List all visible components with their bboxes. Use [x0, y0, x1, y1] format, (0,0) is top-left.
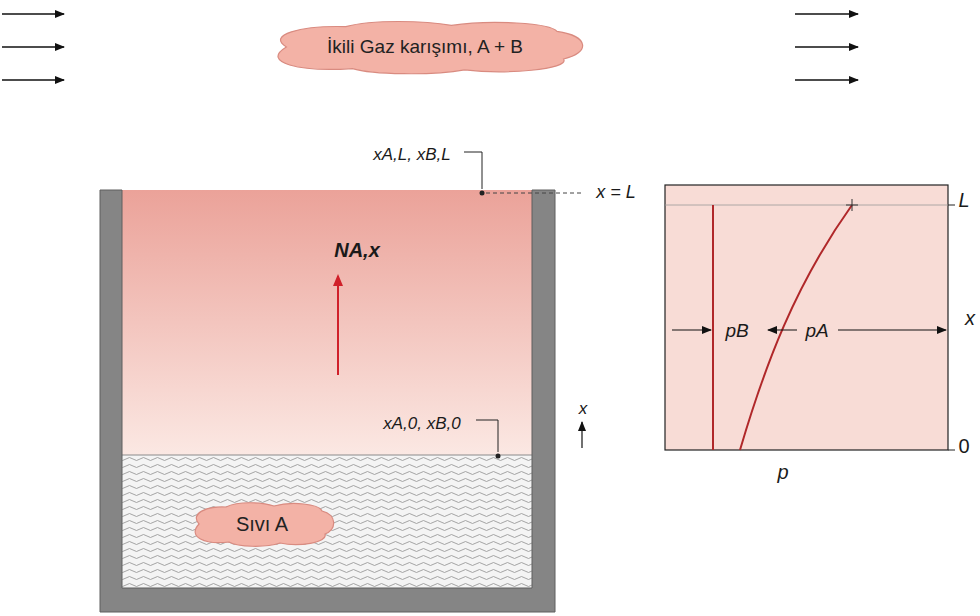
pressure-label: pB: [725, 321, 748, 342]
axis-label: x: [965, 307, 975, 329]
level-line: [665, 205, 948, 206]
dimension-arrow: [838, 330, 946, 331]
blob-shape: [278, 22, 583, 74]
chart-frame: [665, 185, 948, 450]
flow-arrow: [2, 13, 64, 15]
pa-curve: [740, 205, 852, 450]
level-label: x = L: [596, 183, 636, 203]
leader-dot: [480, 191, 485, 196]
axis-label: p: [777, 461, 788, 483]
blob-label: İkili Gaz karışımı, A + B: [327, 36, 523, 58]
flow-arrow: [795, 13, 858, 15]
end-mark: [846, 199, 858, 211]
axis-label: x: [579, 400, 588, 419]
liquid-region: [122, 455, 532, 588]
cloud-blob: Sıvı A: [187, 499, 337, 549]
liquid-surface: [122, 455, 532, 456]
flux-arrow: [337, 276, 339, 375]
pressure-label: pA: [805, 321, 828, 342]
blob-shape: [195, 503, 333, 547]
leader-line: [464, 152, 482, 189]
flux-label: NA,x: [334, 239, 380, 261]
dimension-arrow: [672, 330, 711, 331]
axis-arrow: [581, 422, 582, 448]
gas-column: [122, 190, 532, 455]
tick: [948, 205, 955, 206]
axis-label: 0: [958, 435, 969, 457]
leader-line: [476, 420, 498, 452]
dimension-arrow: [768, 330, 797, 331]
mole-fraction-label: xA,0, xB,0: [383, 415, 460, 434]
flow-arrow: [795, 79, 858, 81]
container-wall: [100, 190, 555, 612]
pb-line: [712, 205, 714, 450]
flow-arrow: [795, 46, 858, 48]
flow-arrow: [2, 79, 64, 81]
flow-arrows: [2, 14, 858, 80]
axis-label: L: [958, 189, 969, 211]
blob-label: Sıvı A: [236, 513, 288, 536]
mole-fraction-label: xA,L, xB,L: [373, 146, 450, 165]
cloud-blob: İkili Gaz karışımı, A + B: [260, 17, 590, 77]
leader-dot: [496, 454, 501, 459]
tick: [948, 450, 955, 451]
dashed-level-line: [486, 193, 584, 194]
flow-arrow: [2, 46, 64, 48]
